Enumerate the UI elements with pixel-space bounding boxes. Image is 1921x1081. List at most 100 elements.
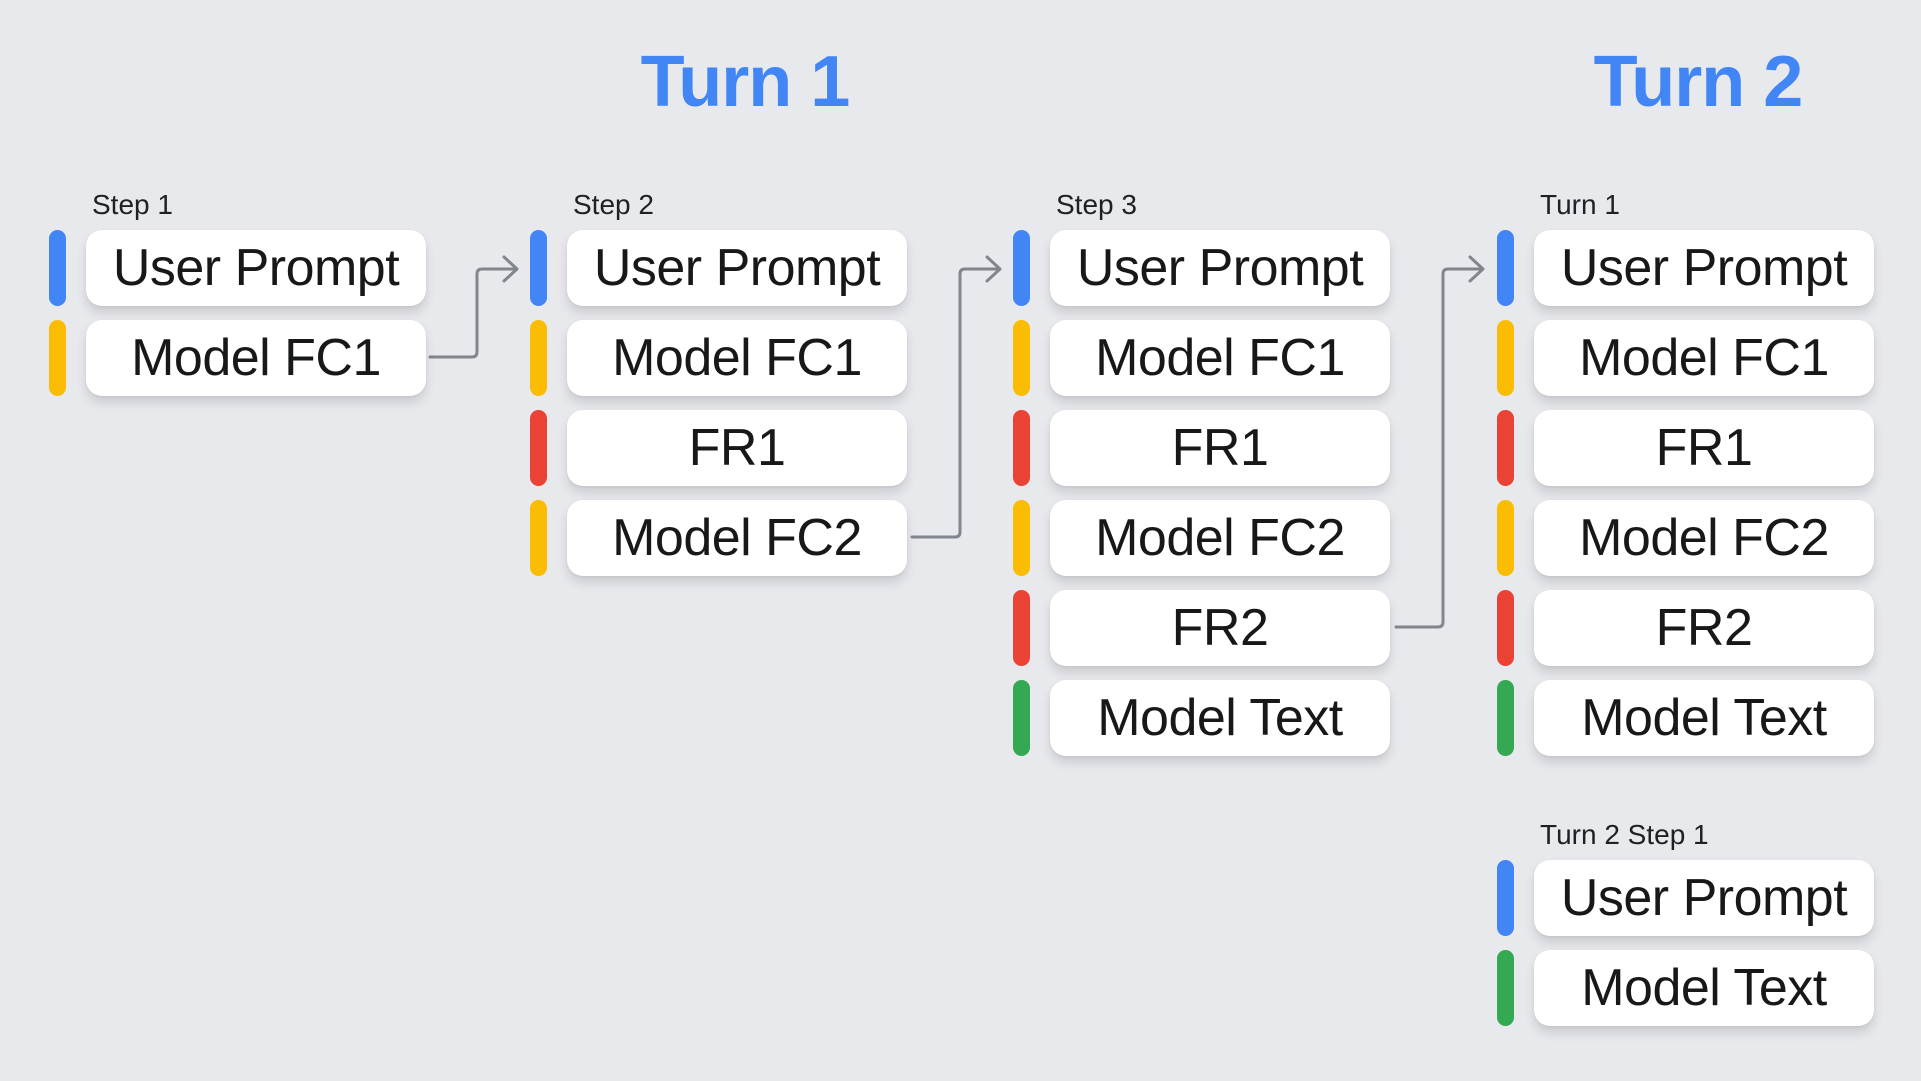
column-step2-label: Step 2 [573,189,654,220]
card-label: Model Text [1581,689,1827,747]
card-label: Model Text [1581,959,1827,1017]
fr-color-bar [1497,410,1514,486]
user-prompt-card: User Prompt [1050,230,1390,306]
card-label: Model FC1 [612,329,862,387]
model-fc1-card: Model FC1 [1534,320,1874,396]
fr2-card: FR2 [1534,590,1874,666]
model-fc-color-bar [1013,320,1030,396]
user-color-bar [1013,230,1030,306]
model-fc-color-bar [1013,500,1030,576]
model-fc2-card: Model FC2 [1534,500,1874,576]
column-step3-label: Step 3 [1056,189,1137,220]
card-label: Model FC1 [131,329,381,387]
user-prompt-row: User Prompt [530,230,907,306]
model-fc2-row: Model FC2 [530,500,907,576]
fr1-row: FR1 [1013,410,1390,486]
fr1-card: FR1 [1050,410,1390,486]
arrow-step1-to-step2 [428,255,519,359]
model-text-row: Model Text [1497,680,1874,756]
card-label: Model FC1 [1095,329,1345,387]
arrow-step2-to-step3 [910,255,1002,539]
user-prompt-row: User Prompt [1013,230,1390,306]
card-label: User Prompt [593,239,881,297]
fr2-row: FR2 [1013,590,1390,666]
card-label: FR2 [1171,599,1269,657]
model-fc1-row: Model FC1 [530,320,907,396]
fr1-row: FR1 [530,410,907,486]
card-label: FR1 [688,419,786,477]
card-label: Model FC2 [1579,509,1829,567]
model-fc2-row: Model FC2 [1497,500,1874,576]
fr1-row: FR1 [1497,410,1874,486]
column-step1-label: Step 1 [92,189,173,220]
model-fc2-card: Model FC2 [567,500,907,576]
model-fc1-card: Model FC1 [86,320,426,396]
fr2-row: FR2 [1497,590,1874,666]
fr-color-bar [1013,590,1030,666]
user-prompt-card: User Prompt [1534,230,1874,306]
model-fc2-row: Model FC2 [1013,500,1390,576]
card-label: FR2 [1655,599,1753,657]
user-color-bar [530,230,547,306]
user-prompt-card: User Prompt [1534,860,1874,936]
card-label: Model FC2 [1095,509,1345,567]
user-color-bar [1497,860,1514,936]
model-fc-color-bar [530,320,547,396]
model-fc-color-bar [530,500,547,576]
fr-color-bar [530,410,547,486]
model-fc1-row: Model FC1 [49,320,426,396]
card-label: User Prompt [1560,869,1848,927]
user-color-bar [1497,230,1514,306]
fr-color-bar [1013,410,1030,486]
model-text-card: Model Text [1534,680,1874,756]
card-label: User Prompt [112,239,400,297]
fr1-card: FR1 [567,410,907,486]
model-fc-color-bar [1497,500,1514,576]
turn2-title: Turn 2 [1593,42,1804,122]
card-label: Model Text [1097,689,1343,747]
user-prompt-row: User Prompt [1497,230,1874,306]
model-fc1-row: Model FC1 [1497,320,1874,396]
model-text-color-bar [1497,950,1514,1026]
model-text-row: Model Text [1497,950,1874,1026]
card-label: FR1 [1171,419,1269,477]
user-prompt-card: User Prompt [86,230,426,306]
card-label: FR1 [1655,419,1753,477]
user-color-bar [49,230,66,306]
column-turn1-history-label: Turn 1 [1540,189,1620,220]
user-prompt-row: User Prompt [1497,860,1874,936]
model-fc2-card: Model FC2 [1050,500,1390,576]
card-label: User Prompt [1560,239,1848,297]
model-text-color-bar [1497,680,1514,756]
model-fc1-card: Model FC1 [1050,320,1390,396]
model-fc-color-bar [49,320,66,396]
column-turn2-step1-label: Turn 2 Step 1 [1540,819,1709,850]
model-fc1-row: Model FC1 [1013,320,1390,396]
fr1-card: FR1 [1534,410,1874,486]
model-text-card: Model Text [1534,950,1874,1026]
model-text-row: Model Text [1013,680,1390,756]
fr2-card: FR2 [1050,590,1390,666]
card-label: Model FC1 [1579,329,1829,387]
turn1-title: Turn 1 [640,42,851,122]
arrow-step3-to-turn2 [1394,255,1485,629]
model-text-card: Model Text [1050,680,1390,756]
user-prompt-card: User Prompt [567,230,907,306]
model-fc-color-bar [1497,320,1514,396]
user-prompt-row: User Prompt [49,230,426,306]
fr-color-bar [1497,590,1514,666]
model-text-color-bar [1013,680,1030,756]
card-label: User Prompt [1076,239,1364,297]
model-fc1-card: Model FC1 [567,320,907,396]
card-label: Model FC2 [612,509,862,567]
